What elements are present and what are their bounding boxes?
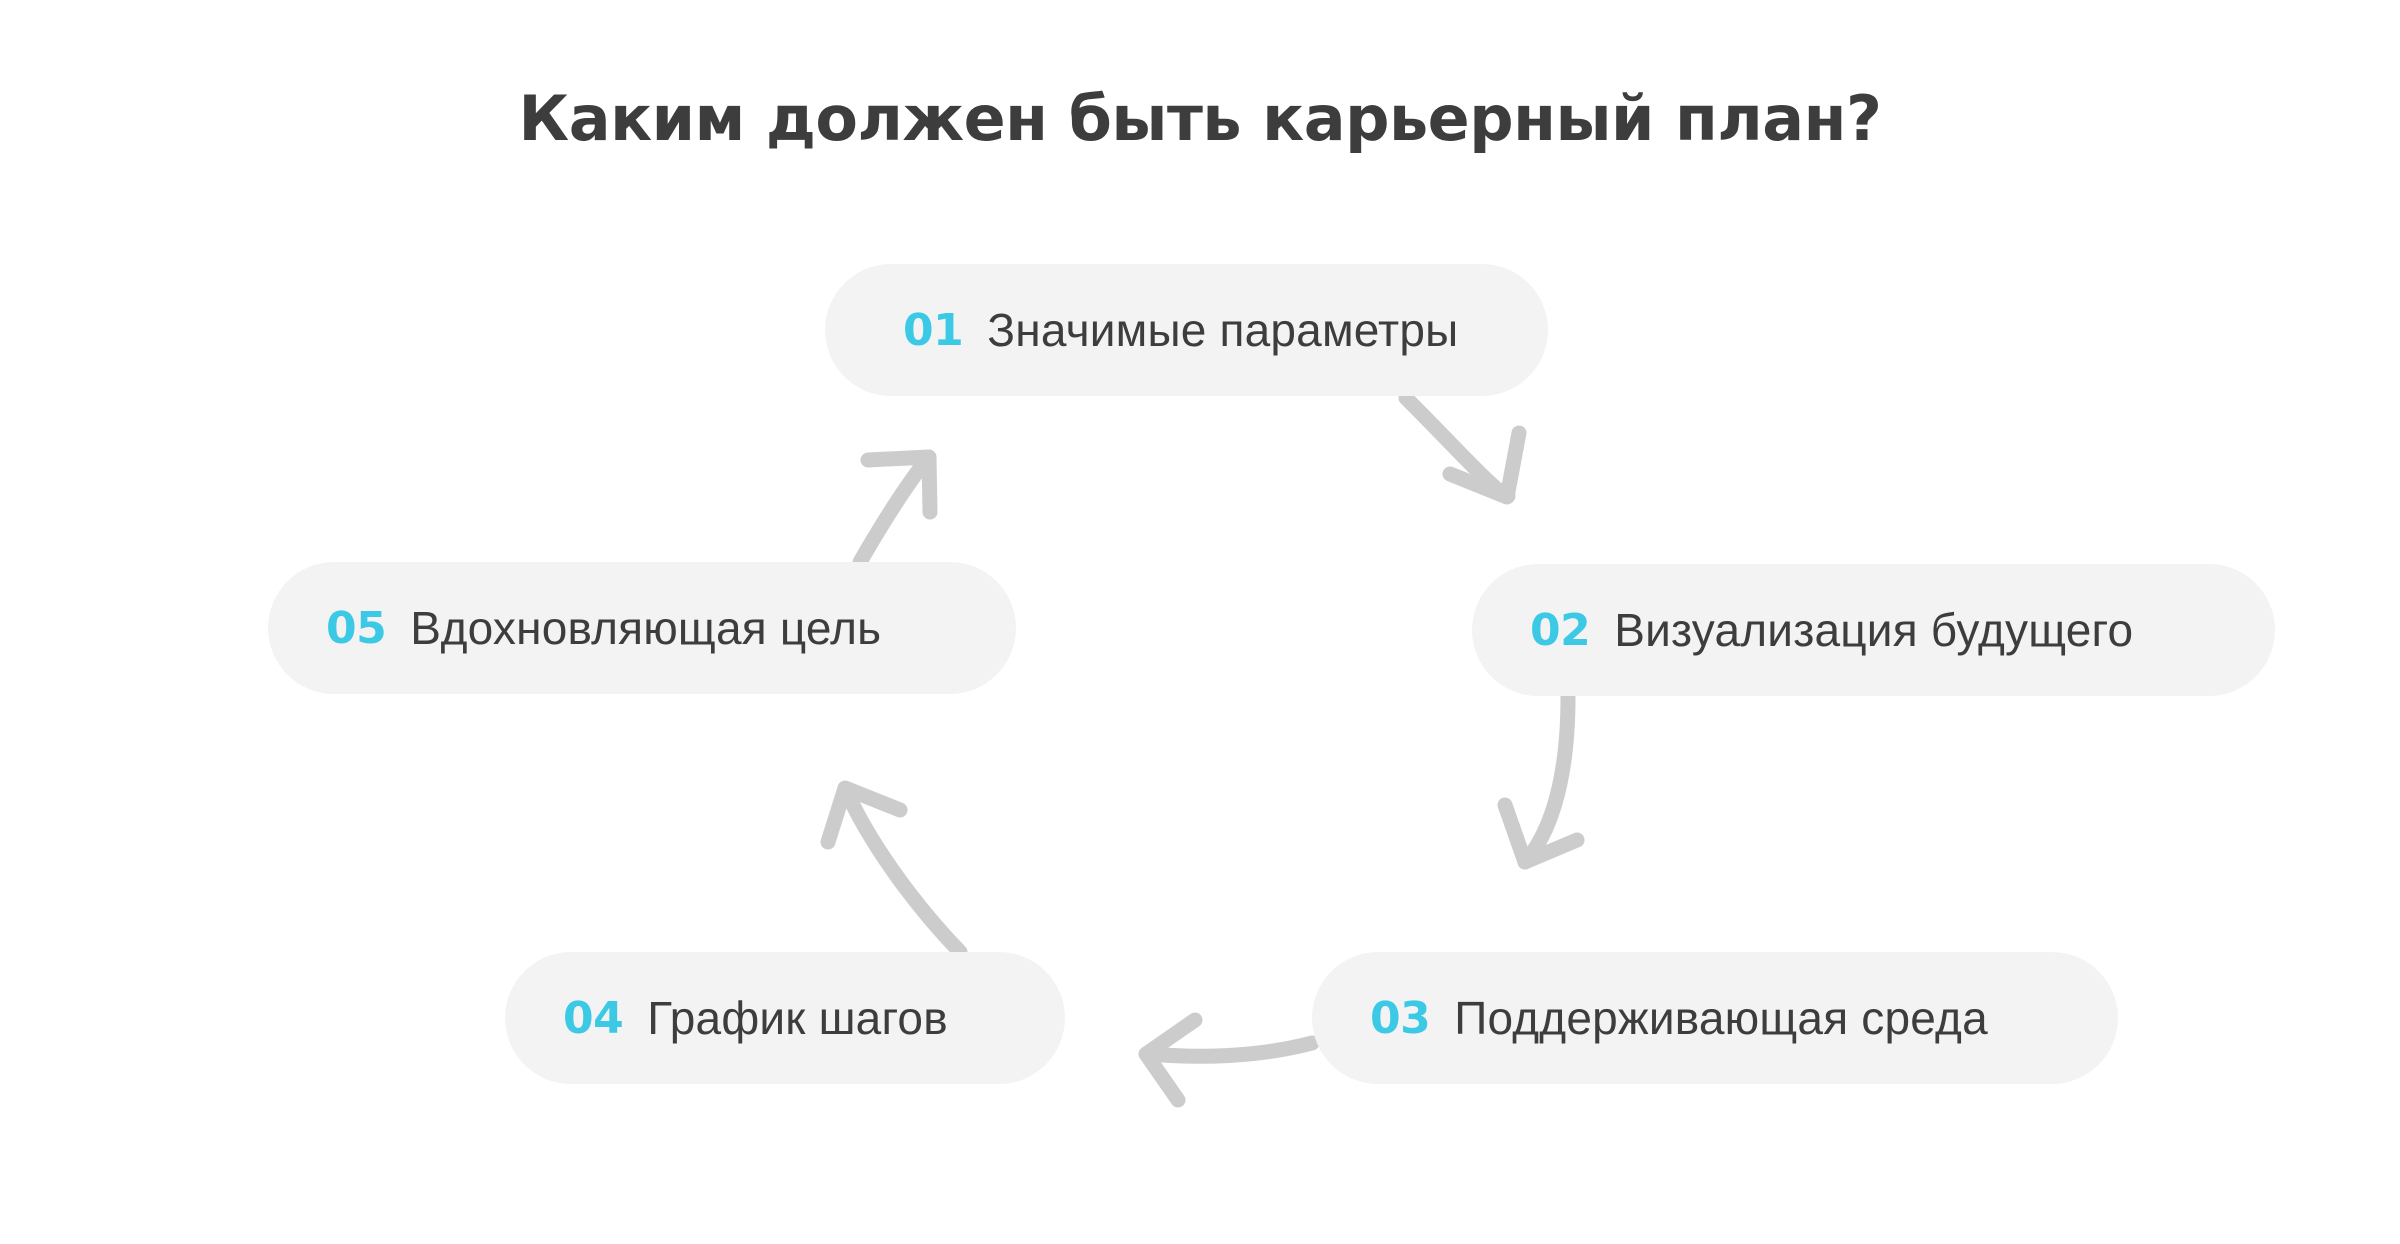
step-pill-01[interactable]: 01 Значимые параметры xyxy=(825,264,1548,396)
step-number-02: 02 xyxy=(1530,604,1591,656)
page-title: Каким должен быть карьерный план? xyxy=(518,82,1882,155)
step-pill-02[interactable]: 02 Визуализация будущего xyxy=(1472,564,2275,696)
arrow-03-to-04 xyxy=(1138,1012,1320,1108)
step-pill-04[interactable]: 04 График шагов xyxy=(505,952,1065,1084)
step-number-04: 04 xyxy=(563,992,624,1044)
arrow-05-to-01 xyxy=(852,449,938,570)
step-number-03: 03 xyxy=(1370,992,1431,1044)
step-label-04: График шагов xyxy=(647,992,948,1044)
step-pill-03[interactable]: 03 Поддерживающая среда xyxy=(1312,952,2118,1084)
arrow-04-to-05 xyxy=(820,780,968,960)
step-pill-05[interactable]: 05 Вдохновляющая цель xyxy=(268,562,1016,694)
step-label-05: Вдохновляющая цель xyxy=(410,602,882,654)
arrow-02-to-03 xyxy=(1497,689,1585,870)
step-label-03: Поддерживающая среда xyxy=(1454,992,1988,1044)
step-label-01: Значимые параметры xyxy=(987,304,1459,356)
step-label-02: Визуализация будущего xyxy=(1614,604,2134,656)
step-number-05: 05 xyxy=(326,602,387,654)
step-number-01: 01 xyxy=(903,304,964,356)
arrow-01-to-02 xyxy=(1398,390,1527,505)
